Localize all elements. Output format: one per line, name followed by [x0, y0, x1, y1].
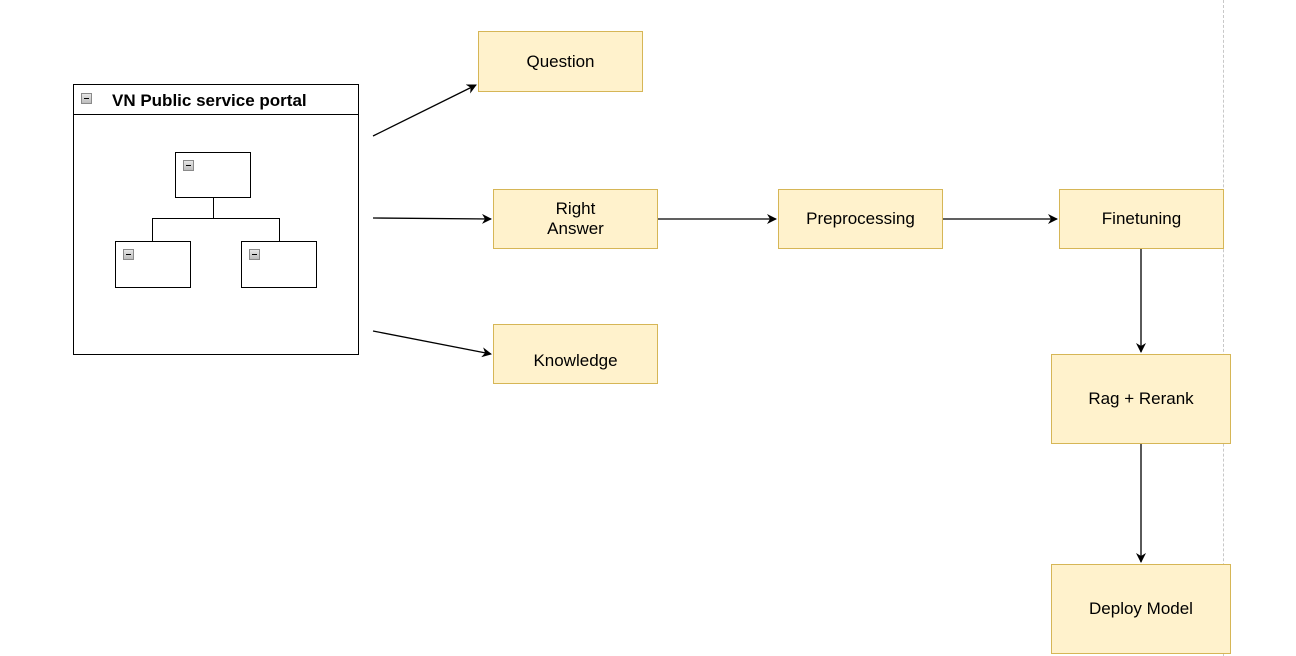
node-preprocessing-label: Preprocessing: [806, 209, 915, 228]
node-right-answer-label-line1: Right: [555, 199, 596, 218]
node-finetuning[interactable]: Finetuning: [1059, 189, 1224, 249]
node-deploy-model[interactable]: Deploy Model: [1051, 564, 1231, 654]
portal-title: VN Public service portal: [112, 91, 307, 110]
collapse-icon[interactable]: [123, 249, 134, 260]
org-connector: [152, 218, 153, 241]
node-right-answer-label-line2: Answer: [547, 219, 604, 238]
portal-container[interactable]: VN Public service portal: [73, 84, 359, 355]
node-question-label: Question: [526, 51, 595, 71]
collapse-icon[interactable]: [183, 160, 194, 171]
edge-portal-to-question[interactable]: [372, 84, 477, 137]
org-child-box[interactable]: [241, 241, 317, 288]
org-connector: [152, 218, 279, 219]
edge-portal-to-knowledge[interactable]: [372, 330, 492, 358]
org-root-box[interactable]: [175, 152, 251, 198]
edge-portal-to-right-answer[interactable]: [372, 213, 492, 224]
collapse-icon[interactable]: [81, 93, 92, 104]
org-connector: [213, 198, 214, 219]
org-child-box[interactable]: [115, 241, 191, 288]
node-rag-rerank[interactable]: Rag + Rerank: [1051, 354, 1231, 444]
portal-header: VN Public service portal: [74, 85, 358, 115]
node-right-answer[interactable]: Right Answer: [493, 189, 658, 249]
node-preprocessing[interactable]: Preprocessing: [778, 189, 943, 249]
node-finetuning-label: Finetuning: [1101, 209, 1182, 228]
node-question[interactable]: Question: [478, 31, 643, 92]
collapse-icon[interactable]: [249, 249, 260, 260]
node-knowledge[interactable]: Knowledge: [493, 324, 658, 384]
node-rag-rerank-label: Rag + Rerank: [1088, 389, 1194, 408]
org-connector: [279, 218, 280, 241]
node-knowledge-label: Knowledge: [533, 351, 618, 370]
node-deploy-model-label: Deploy Model: [1089, 599, 1193, 618]
page-boundary-guide: [1223, 0, 1224, 656]
